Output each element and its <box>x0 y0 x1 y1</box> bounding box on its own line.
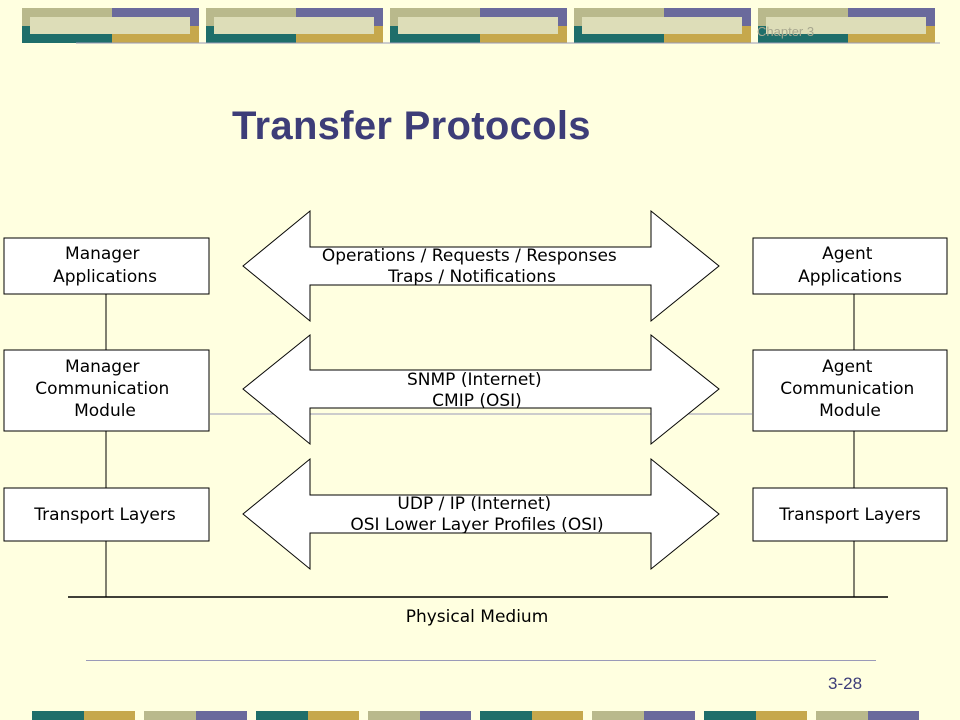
svg-text:UDP / IP (Internet) OSI Lo: UDP / IP (Internet) OSI Lower Layer Prof… <box>350 494 603 535</box>
svg-text:Agent Applications: Agent Applications <box>798 244 902 287</box>
manager-communication-line-2: Communication <box>35 379 169 399</box>
agent-applications-box <box>752 237 948 295</box>
protocols-line-1: SNMP (Internet) <box>407 370 542 390</box>
agent-communication-box <box>752 349 948 432</box>
agent-applications-line-2: Applications <box>798 267 902 287</box>
banner-tile <box>574 8 751 43</box>
agent-communication-line-2: Communication <box>780 379 914 399</box>
page-number: 3-28 <box>828 674 863 693</box>
svg-text:Transport Layers: Transport Layers <box>33 505 176 525</box>
svg-text:Manager Communication: Manager Communication Module <box>35 357 174 421</box>
manager-transport-box <box>3 487 210 542</box>
svg-text:Transport Layers: Transport Layers <box>778 505 921 525</box>
agent-applications-line-1: Agent <box>822 244 873 264</box>
manager-applications-box <box>3 237 210 295</box>
operations-line-2: Traps / Notifications <box>387 267 556 287</box>
svg-text:SNMP (Internet) CMIP (OSI): SNMP (Internet) CMIP (OSI) <box>407 370 547 411</box>
slide-title: Transfer Protocols <box>232 104 591 148</box>
bottom-decorative-banner <box>32 711 919 720</box>
agent-communication-line-3: Module <box>819 401 881 421</box>
top-decorative-banner <box>22 8 940 44</box>
manager-communication-line-1: Manager <box>65 357 140 377</box>
banner-tile <box>22 8 199 43</box>
svg-text:Agent Communication Mo: Agent Communication Module <box>780 357 919 421</box>
chapter-label: Chapter 3 <box>757 24 815 39</box>
banner-tile <box>206 8 383 43</box>
physical-medium-label: Physical Medium <box>406 607 549 627</box>
svg-text:Physical Medium: Physical Medium <box>406 607 549 627</box>
arrow-operations <box>242 209 720 323</box>
protocols-line-2: CMIP (OSI) <box>432 391 522 411</box>
banner-tile <box>390 8 567 43</box>
manager-communication-box <box>3 349 210 432</box>
svg-text:Manager Applications: Manager Applications <box>53 244 157 287</box>
svg-text:Operations / Requests / Respon: Operations / Requests / Responses Traps … <box>322 246 622 287</box>
banner-tile <box>758 8 935 43</box>
agent-transport-label: Transport Layers <box>778 505 921 525</box>
transport-protocols-line-2: OSI Lower Layer Profiles (OSI) <box>350 515 603 535</box>
agent-communication-line-1: Agent <box>822 357 873 377</box>
footer-rule <box>86 660 876 661</box>
agent-transport-box <box>752 487 948 542</box>
arrow-protocols <box>242 333 720 446</box>
manager-transport-label: Transport Layers <box>33 505 176 525</box>
transport-protocols-line-1: UDP / IP (Internet) <box>397 494 551 514</box>
arrow-transport <box>242 457 720 571</box>
manager-applications-line-1: Manager <box>65 244 140 264</box>
operations-line-1: Operations / Requests / Responses <box>322 246 617 266</box>
manager-communication-line-3: Module <box>74 401 136 421</box>
manager-applications-line-2: Applications <box>53 267 157 287</box>
